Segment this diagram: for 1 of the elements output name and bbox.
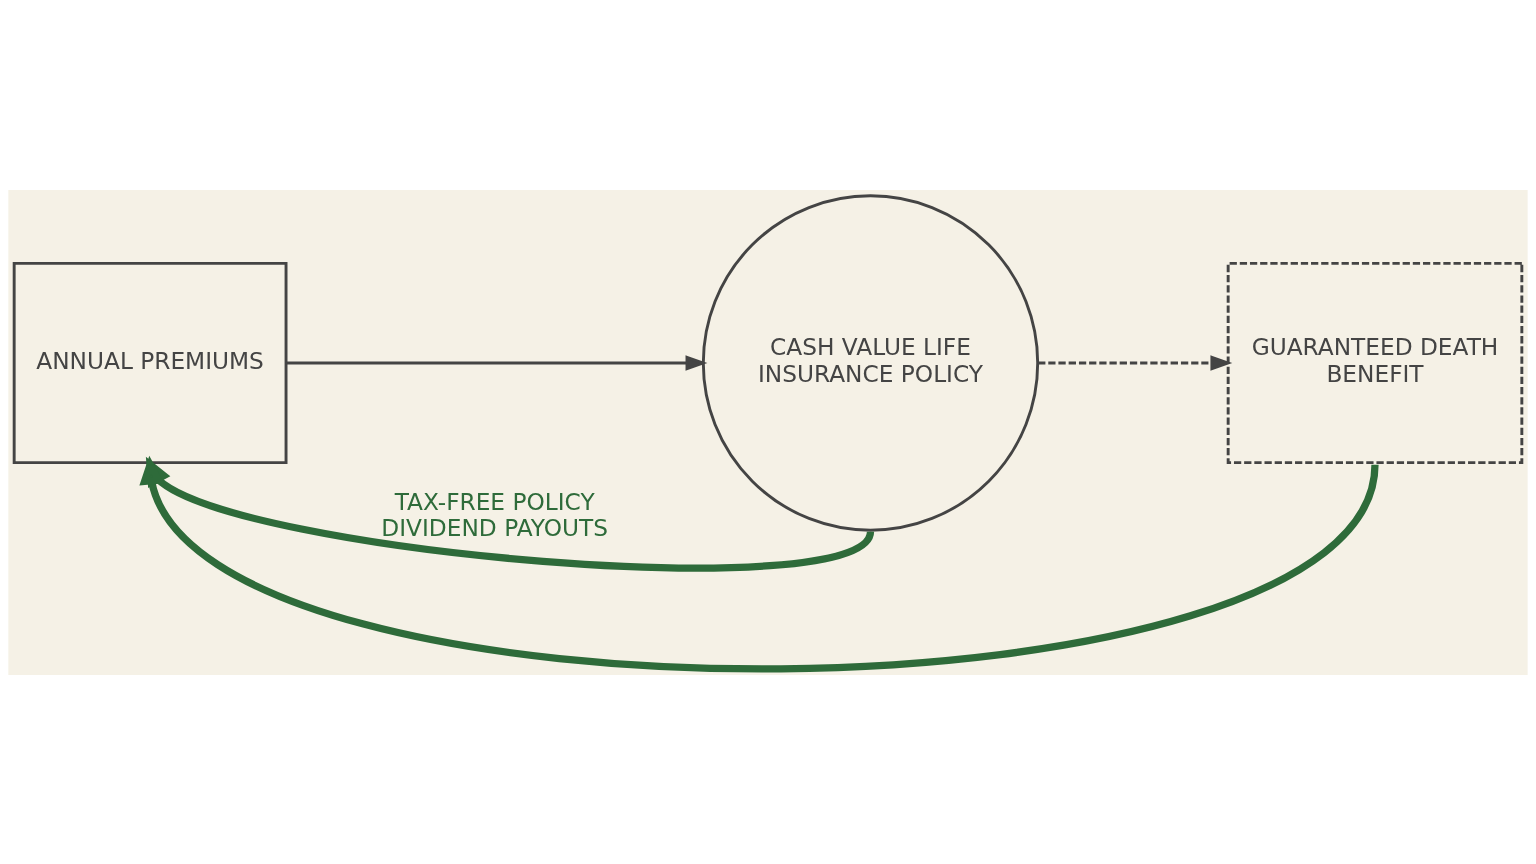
edge-label: TAX-FREE POLICY DIVIDEND PAYOUTS [381, 487, 608, 541]
